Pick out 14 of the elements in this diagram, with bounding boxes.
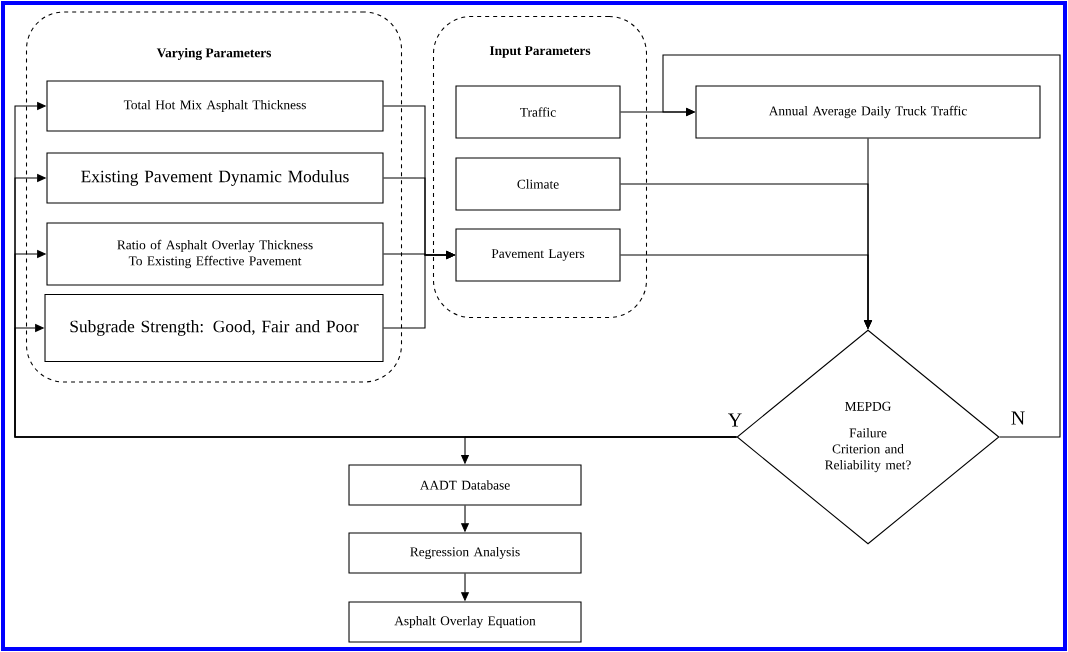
process-box: Regression Analysis [348,532,582,574]
process-box: Climate [455,157,621,211]
process-box: AADT Database [348,464,582,506]
process-box: Traffic [455,85,621,139]
process-box: Subgrade Strength: Good, Fair and Poor [44,293,384,363]
process-box: Annual Average Daily Truck Traffic [695,85,1041,139]
process-box: Ratio of Asphalt Overlay Thickness To Existing Effective Pavement [46,222,384,286]
edge-label: N [1009,410,1027,426]
process-box: Existing Pavement Dynamic Modulus [46,152,384,204]
process-box: Asphalt Overlay Equation [348,601,582,643]
arrow [662,54,1061,438]
process-box: Total Hot Mix Asphalt Thickness [46,80,384,132]
process-box: Pavement Layers [455,228,621,282]
arrow [14,323,737,438]
